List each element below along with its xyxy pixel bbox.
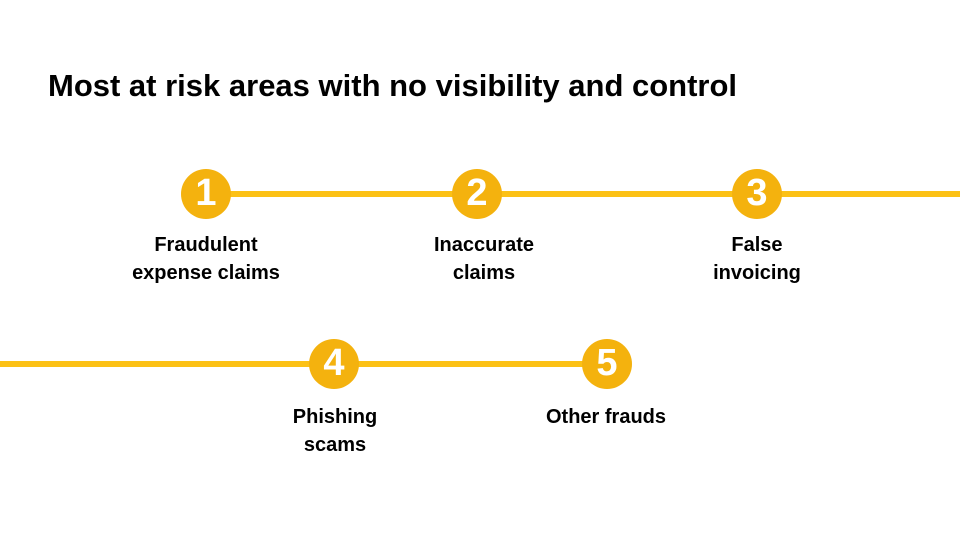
- timeline-row1-connector: [206, 191, 960, 197]
- page-title: Most at risk areas with no visibility an…: [48, 68, 738, 103]
- step-circle-3: 3: [732, 169, 782, 219]
- step-circle-4: 4: [309, 339, 359, 389]
- step-label-1: Fraudulent expense claims: [132, 231, 280, 287]
- step-label-5: Other frauds: [546, 403, 666, 431]
- step-label-3-line-2: invoicing: [713, 262, 801, 284]
- step-number-3: 3: [746, 172, 768, 214]
- step-number-2: 2: [466, 172, 488, 214]
- step-circle-1: 1: [181, 169, 231, 219]
- step-circle-2: 2: [452, 169, 502, 219]
- timeline-row2-connector: [0, 361, 607, 367]
- step-circle-5: 5: [582, 339, 632, 389]
- step-label-2-line-1: Inaccurate: [433, 234, 535, 256]
- step-label-3-line-1: False: [731, 234, 783, 256]
- step-number-5: 5: [596, 342, 618, 384]
- step-label-2-line-2: claims: [452, 262, 516, 284]
- step-label-1-line-1: Fraudulent: [154, 234, 258, 256]
- step-number-4: 4: [323, 342, 345, 384]
- step-label-3: False invoicing: [713, 231, 801, 287]
- step-label-4-line-2: scams: [303, 434, 367, 456]
- step-label-1-line-2: expense claims: [132, 262, 280, 284]
- step-label-2: Inaccurate claims: [434, 231, 534, 287]
- step-label-4-line-1: Phishing: [292, 406, 378, 428]
- step-label-4: Phishing scams: [293, 403, 377, 459]
- step-number-1: 1: [195, 172, 217, 214]
- step-label-5-line-1: Other frauds: [545, 406, 667, 428]
